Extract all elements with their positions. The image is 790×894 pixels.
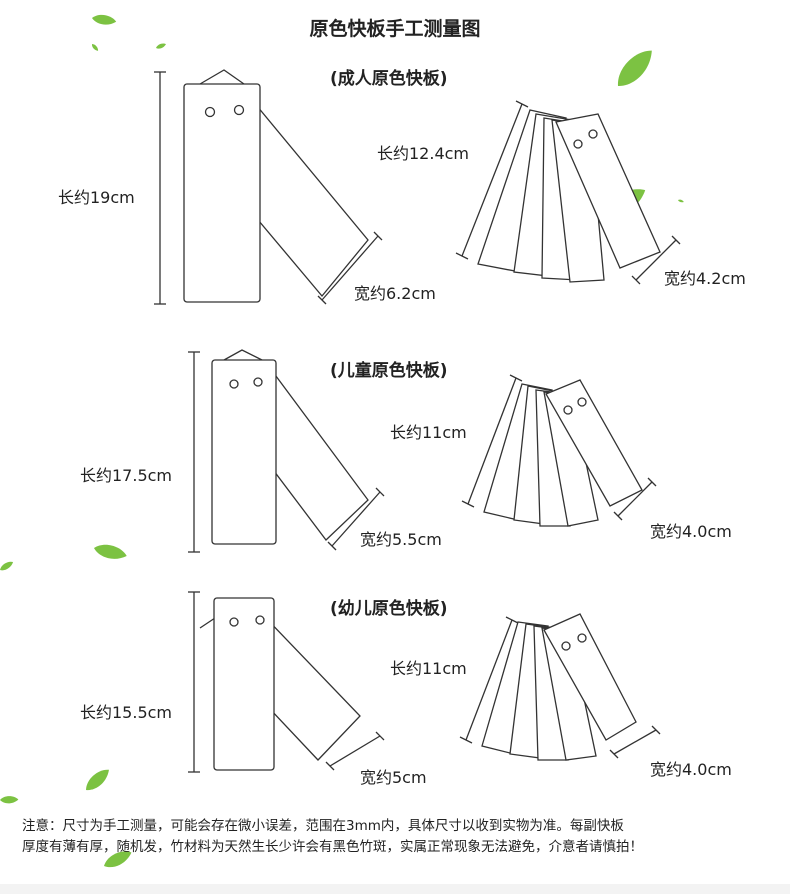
adult-length-label: 长约19cm xyxy=(58,188,135,207)
child-length-marker xyxy=(188,351,200,553)
adult-fan-boards xyxy=(477,109,661,283)
note-line-2: 厚度有薄有厚，随机发，竹材料为天然生长少许会有黑色竹斑，实属正常现象无法避免，介… xyxy=(22,839,643,855)
adult-fan-width-label: 宽约4.2cm xyxy=(664,269,746,288)
toddler-length-marker xyxy=(188,591,200,773)
child-width-marker xyxy=(327,487,385,551)
toddler-fan-length-marker xyxy=(459,616,519,744)
toddler-fan-boards xyxy=(481,613,637,761)
toddler-width-marker xyxy=(325,731,385,771)
toddler-fan-length-label: 长约11cm xyxy=(390,659,467,678)
child-single-boards xyxy=(211,349,369,545)
adult-width-label: 宽约6.2cm xyxy=(354,284,436,303)
adult-fan-width-marker xyxy=(631,235,681,285)
child-fan-width-label: 宽约4.0cm xyxy=(650,522,732,541)
adult-width-marker xyxy=(317,231,383,305)
adult-fan-length-marker xyxy=(455,100,529,260)
child-section-heading: (儿童原色快板) xyxy=(330,361,448,381)
adult-length-marker xyxy=(154,71,166,305)
note-line-1: 注意：尺寸为手工测量，可能会存在微小误差，范围在3mm内，具体尺寸以收到实物为准… xyxy=(22,818,624,834)
adult-single-boards xyxy=(183,69,369,303)
child-fan-width-marker xyxy=(613,477,657,521)
bottom-strip xyxy=(0,884,790,894)
child-length-label: 长约17.5cm xyxy=(80,466,173,485)
toddler-length-label: 长约15.5cm xyxy=(80,703,173,722)
toddler-fan-width-marker xyxy=(609,725,661,759)
child-fan-length-marker xyxy=(461,374,523,508)
adult-fan-length-label: 长约12.4cm xyxy=(377,144,470,163)
measurement-note: 注意：尺寸为手工测量，可能会存在微小误差，范围在3mm内，具体尺寸以收到实物为准… xyxy=(22,816,782,858)
adult-section-heading: (成人原色快板) xyxy=(330,69,448,89)
toddler-fan-width-label: 宽约4.0cm xyxy=(650,760,732,779)
toddler-section-heading: (幼儿原色快板) xyxy=(330,599,448,619)
child-fan-boards xyxy=(483,379,643,527)
toddler-width-label: 宽约5cm xyxy=(360,768,427,787)
toddler-single-boards xyxy=(199,597,361,771)
child-fan-length-label: 长约11cm xyxy=(390,423,467,442)
page-title: 原色快板手工测量图 xyxy=(309,18,481,40)
child-width-label: 宽约5.5cm xyxy=(360,530,442,549)
